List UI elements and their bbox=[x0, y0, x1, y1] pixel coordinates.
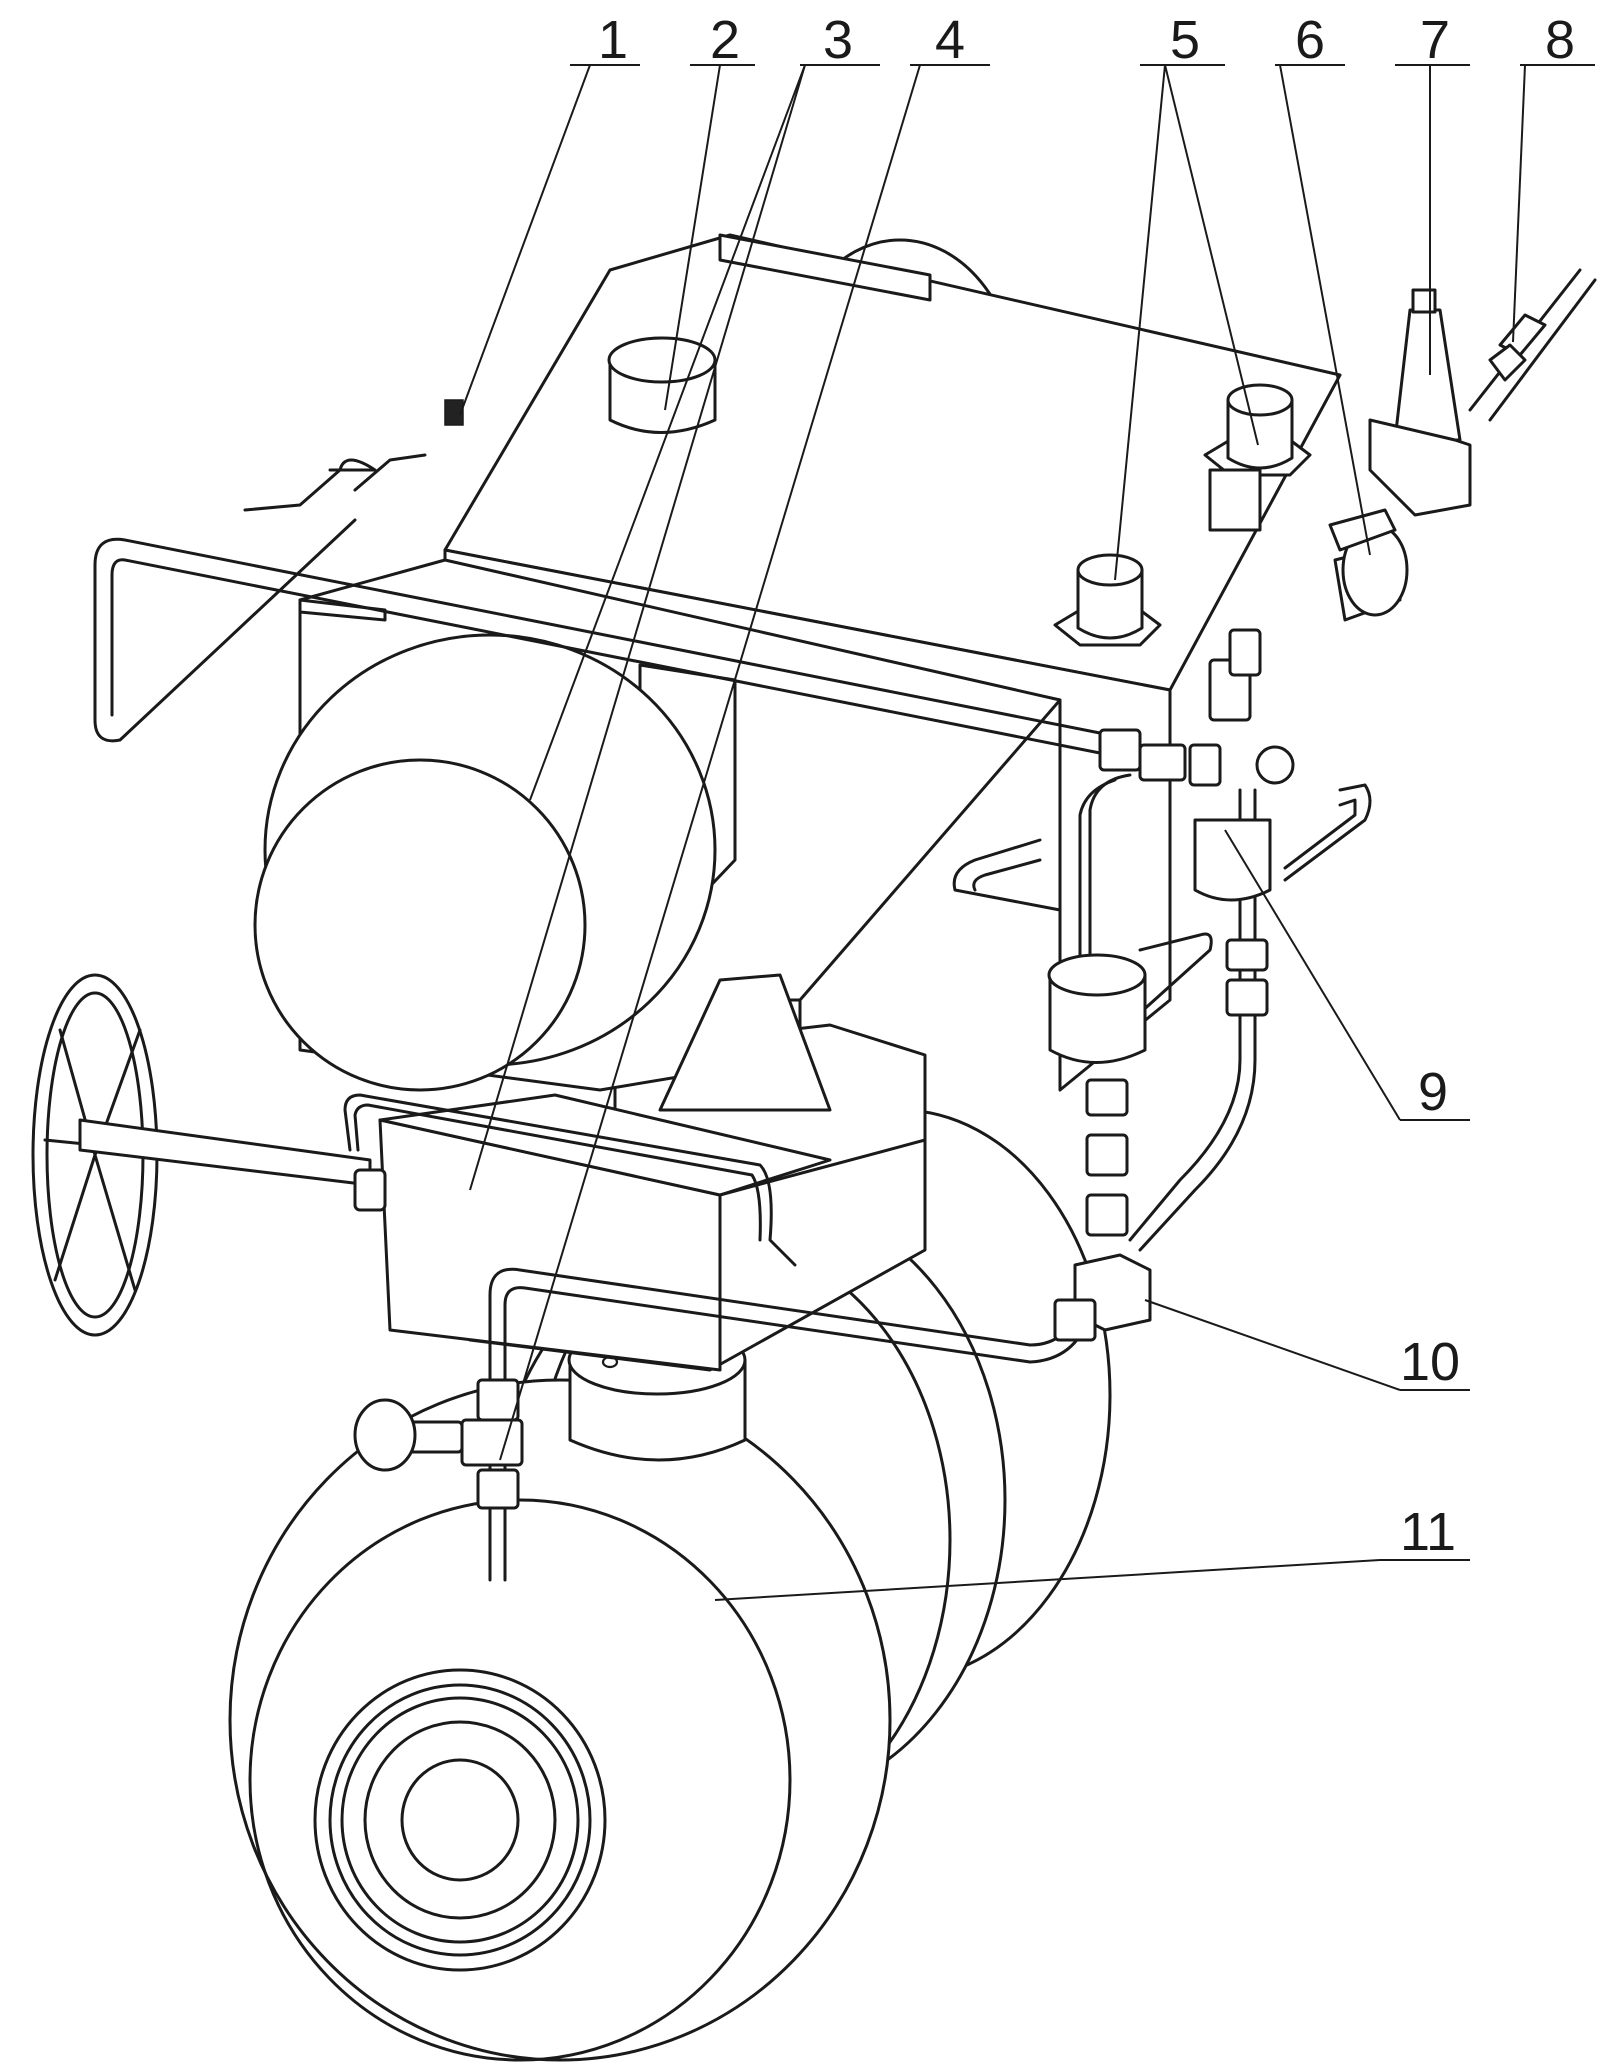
leader-lines bbox=[459, 64, 1595, 1601]
callout-4: 4 bbox=[935, 10, 965, 70]
callout-labels: 1 2 3 4 5 6 7 8 9 10 11 bbox=[598, 10, 1575, 1562]
callout-3: 3 bbox=[823, 10, 853, 70]
callout-2: 2 bbox=[710, 10, 740, 70]
callout-9: 9 bbox=[1418, 1062, 1448, 1122]
callout-10: 10 bbox=[1400, 1332, 1460, 1392]
callout-6: 6 bbox=[1295, 10, 1325, 70]
callout-8: 8 bbox=[1545, 10, 1575, 70]
callout-7: 7 bbox=[1420, 10, 1450, 70]
handwheel bbox=[31, 973, 387, 1337]
fittings bbox=[353, 268, 1597, 1510]
callout-5: 5 bbox=[1170, 10, 1200, 70]
callout-1: 1 bbox=[598, 10, 628, 70]
callout-11: 11 bbox=[1400, 1502, 1456, 1562]
